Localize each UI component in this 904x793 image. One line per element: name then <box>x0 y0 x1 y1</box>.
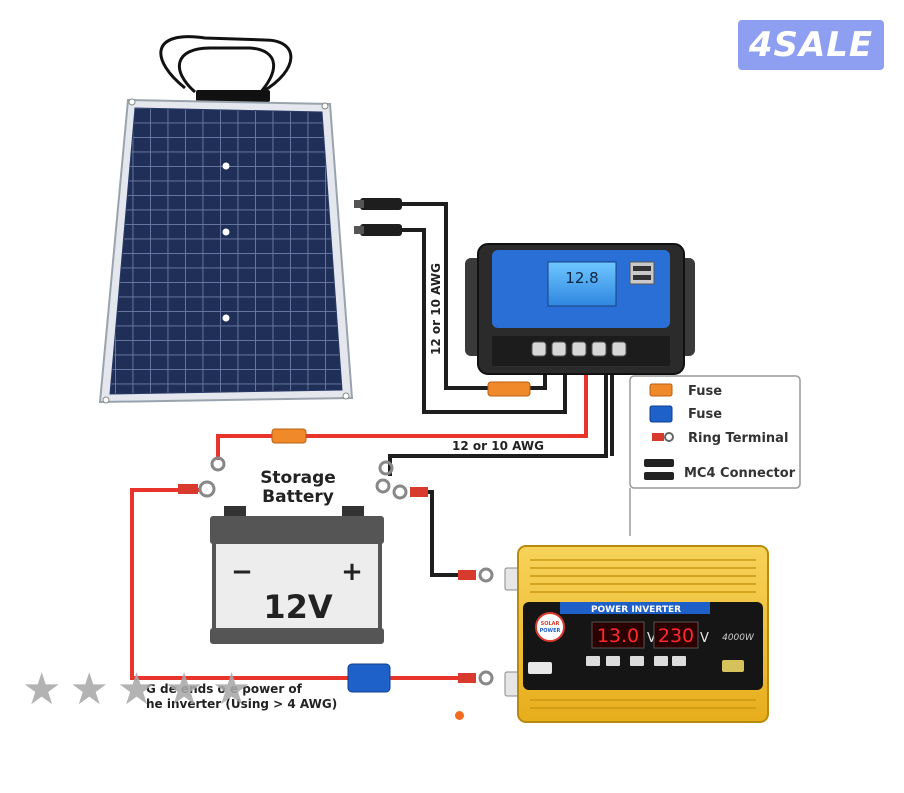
fuse-battery <box>271 428 307 444</box>
storage-battery: Storage Battery − + 12V <box>210 468 384 644</box>
inverter-brand-line2: POWER <box>540 628 561 634</box>
junction-box <box>196 90 270 102</box>
star-icon[interactable]: ★ <box>22 664 62 715</box>
legend-label-mc4: MC4 Connector <box>684 466 796 481</box>
inverter-brand-line1: SOLAR <box>541 621 560 627</box>
inverter-display-left: 13.0 <box>597 625 639 647</box>
fuse-inverter <box>347 663 391 693</box>
battery-minus-sign: − <box>231 557 253 587</box>
star-icon[interactable]: ★ <box>69 664 109 715</box>
image-indicator-dot[interactable] <box>455 711 464 720</box>
legend: Fuse Fuse Ring Terminal MC4 Connector <box>629 375 801 536</box>
star-icon[interactable]: ★ <box>116 664 157 715</box>
power-inverter: POWER INVERTER SOLAR POWER 13.0 V 230 V … <box>504 545 769 723</box>
orange-fuse-icon <box>649 383 673 397</box>
inverter-unit-left: V <box>647 631 656 646</box>
legend-label-ring-terminal: Ring Terminal <box>688 431 788 446</box>
battery-label-line2: Battery <box>262 487 334 507</box>
inverter-unit-right: V <box>700 631 709 646</box>
legend-label-fuse-blue: Fuse <box>688 407 722 422</box>
fuse-controller <box>487 381 531 397</box>
controller-display-value: 12.8 <box>565 269 598 287</box>
ring-terminals <box>178 456 494 686</box>
sale-badge: 4SALE <box>738 20 884 70</box>
ring-terminal-icon <box>652 432 674 442</box>
star-icon[interactable]: ★ <box>211 664 252 715</box>
brand-logo <box>535 612 565 642</box>
blue-fuse-icon <box>649 405 673 423</box>
inverter-power-rating: 4000W <box>722 633 755 643</box>
battery-label-line1: Storage <box>260 468 336 488</box>
battery-plus-sign: + <box>341 557 363 587</box>
solar-panel <box>98 35 354 404</box>
wire-gauge-label-vertical: 12 or 10 AWG <box>429 263 443 355</box>
controller-lcd <box>547 261 617 307</box>
cable-note-line2: he inverter (Using > 4 AWG) <box>146 697 337 711</box>
star-rating[interactable]: ★ ★ ★ ★ ★ <box>22 664 252 715</box>
mc4-connector-icon <box>644 459 674 480</box>
star-icon[interactable]: ★ <box>164 664 204 715</box>
charge-controller: 12.8 <box>465 243 695 375</box>
inverter-title: POWER INVERTER <box>591 605 681 615</box>
mc4-connectors <box>354 198 402 236</box>
battery-voltage: 12V <box>263 588 333 626</box>
legend-label-fuse-orange: Fuse <box>688 384 722 399</box>
inverter-display-right: 230 <box>658 625 694 647</box>
cable-note-line1: G de ends o e power of <box>146 682 303 696</box>
wire-gauge-label-horizontal: 12 or 10 AWG <box>452 439 544 453</box>
